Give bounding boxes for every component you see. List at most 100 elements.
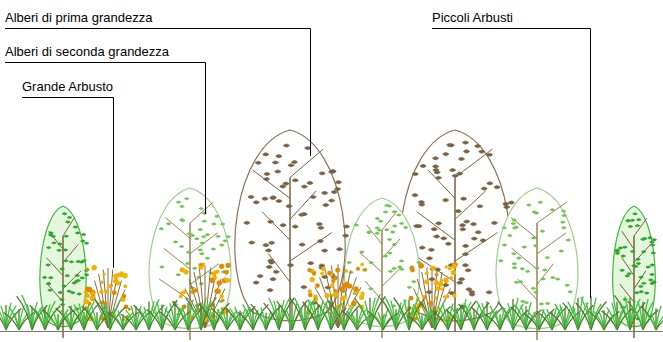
tree-second-size bbox=[149, 188, 231, 340]
shrub-flower bbox=[330, 283, 334, 287]
foliage-mark bbox=[62, 213, 67, 215]
foliage-mark bbox=[384, 229, 389, 231]
foliage-mark bbox=[400, 268, 405, 270]
foliage-mark bbox=[292, 225, 298, 228]
shrub-blade bbox=[651, 313, 656, 330]
shrub-blade bbox=[628, 301, 643, 330]
foliage-mark bbox=[650, 264, 655, 266]
foliage-mark bbox=[568, 291, 573, 293]
foliage-mark bbox=[180, 219, 185, 221]
shrub-blade bbox=[300, 308, 305, 330]
foliage-mark bbox=[257, 275, 263, 278]
shrub-flower bbox=[419, 263, 423, 267]
shrub-blade bbox=[352, 314, 357, 330]
tree-second-size bbox=[496, 188, 578, 340]
shrub-blade bbox=[391, 300, 396, 330]
tree-branch bbox=[360, 253, 382, 272]
shrub-blade bbox=[9, 307, 19, 330]
foliage-mark bbox=[52, 242, 57, 244]
foliage-mark bbox=[60, 303, 65, 305]
columnar-tree bbox=[40, 206, 89, 338]
small-shrub bbox=[121, 306, 152, 330]
foliage-mark bbox=[79, 261, 84, 263]
foliage-mark bbox=[310, 195, 316, 198]
foliage-mark bbox=[185, 262, 190, 264]
shrub-flower bbox=[443, 278, 448, 283]
foliage-mark bbox=[84, 242, 89, 244]
shrub-flower bbox=[193, 288, 197, 292]
tree-branch bbox=[455, 233, 497, 262]
foliage-mark bbox=[199, 253, 204, 255]
foliage-mark bbox=[199, 207, 204, 209]
foliage-mark bbox=[397, 266, 402, 268]
foliage-mark bbox=[195, 238, 200, 240]
shrub-flower bbox=[320, 272, 324, 276]
tree-branch bbox=[46, 258, 63, 276]
foliage-mark bbox=[471, 237, 477, 240]
foliage-mark bbox=[219, 244, 224, 246]
foliage-mark bbox=[562, 214, 567, 216]
foliage-mark bbox=[198, 249, 203, 251]
shrub-blade bbox=[420, 302, 435, 330]
small-shrub bbox=[563, 296, 594, 330]
foliage-mark bbox=[545, 302, 550, 304]
foliage-mark bbox=[276, 155, 282, 158]
tree-branch bbox=[165, 217, 190, 238]
shrub-blade bbox=[394, 298, 409, 330]
small-shrub bbox=[30, 301, 61, 330]
foliage-mark bbox=[270, 196, 276, 199]
columnar-tree bbox=[613, 206, 657, 338]
foliage-mark bbox=[650, 273, 655, 275]
shrub-blade bbox=[482, 303, 487, 330]
tree-branch bbox=[63, 218, 74, 236]
shrub-blade bbox=[212, 308, 227, 330]
tree-branch bbox=[537, 202, 567, 223]
tree-branch bbox=[537, 233, 566, 254]
small-shrub bbox=[602, 302, 633, 330]
foliage-mark bbox=[375, 232, 380, 234]
shrub-blade bbox=[134, 305, 149, 330]
foliage-mark bbox=[550, 276, 555, 278]
foliage-mark bbox=[212, 223, 217, 225]
foliage-mark bbox=[362, 269, 367, 271]
shrub-flower bbox=[91, 291, 95, 295]
foliage-mark bbox=[328, 199, 334, 202]
foliage-mark bbox=[288, 164, 294, 167]
foliage-mark bbox=[75, 232, 80, 234]
foliage-mark bbox=[307, 262, 313, 265]
tree-layer bbox=[0, 130, 663, 340]
shrub-flower bbox=[312, 272, 316, 276]
foliage-mark bbox=[298, 213, 304, 216]
foliage-mark bbox=[638, 285, 643, 287]
foliage-mark bbox=[531, 287, 536, 289]
shrub-flower bbox=[123, 284, 127, 288]
foliage-mark bbox=[286, 205, 292, 208]
foliage-mark bbox=[457, 281, 463, 284]
shrub-flower bbox=[422, 295, 425, 298]
shrub-flower bbox=[92, 265, 97, 270]
shrub-blade bbox=[186, 298, 201, 330]
shrub-flower bbox=[99, 290, 103, 294]
foliage-mark bbox=[176, 201, 181, 203]
shrub-flower bbox=[333, 291, 339, 297]
shrub-blade bbox=[61, 310, 71, 330]
foliage-mark bbox=[287, 264, 293, 267]
foliage-mark bbox=[458, 278, 464, 281]
foliage-mark bbox=[650, 241, 655, 243]
shrub-flower bbox=[409, 266, 414, 271]
shrub-flower bbox=[452, 293, 456, 297]
foliage-mark bbox=[42, 276, 47, 278]
shrub-flower bbox=[308, 289, 312, 293]
foliage-mark bbox=[359, 251, 364, 253]
small-shrub bbox=[277, 300, 308, 330]
small-shrub bbox=[355, 294, 386, 330]
small-shrub bbox=[134, 299, 165, 330]
tree-branch bbox=[417, 212, 455, 241]
foliage-mark bbox=[173, 241, 178, 243]
foliage-mark bbox=[396, 214, 401, 216]
tree-branch bbox=[190, 202, 213, 223]
small-shrub bbox=[238, 304, 269, 330]
shrub-flower bbox=[90, 296, 95, 301]
tree-branch bbox=[366, 225, 382, 244]
